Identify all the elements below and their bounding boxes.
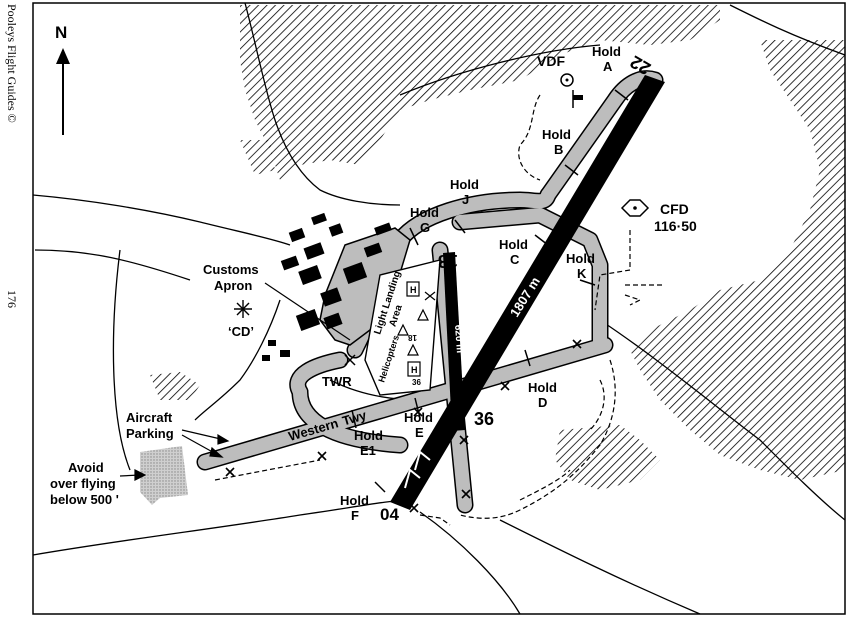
runway-18-36-surface [443,252,465,431]
heli-h-north: H [410,285,417,295]
hold-bars [351,89,629,493]
heli-h-south: H [411,365,418,375]
publisher-credit: Pooleys Flight Guides © [5,4,19,123]
wooded-area-west [150,372,200,400]
customs-apron-area [319,227,411,346]
road-south [419,511,521,615]
western-taxiway [198,338,612,469]
road-north [244,2,401,206]
road-northwest [32,194,291,246]
twr-label: TWR [322,374,352,389]
track-south-west [214,459,321,481]
heli-36-label: 36 [412,378,421,387]
track-k [624,284,665,306]
road-apron [194,299,281,421]
road-west [34,249,191,281]
wooded-areas [150,5,845,490]
north-label: N [55,23,67,42]
closed-markers [225,339,582,513]
track-vdf [518,94,541,181]
dashed-tracks [214,94,665,526]
road-northeast-line [729,4,846,56]
track-southeast [519,469,571,501]
wooded-area-north [240,5,720,180]
runway-04-threshold-chevrons [404,450,431,489]
cfd-label: CFD [660,201,689,217]
runway-36-label: 36 [474,409,494,429]
cfd-frequency: 116·50 [654,218,697,234]
wooded-area-southeast [555,425,660,490]
track-south-f [419,514,451,526]
helicopter-area [397,281,436,377]
vdf-label: VDF [537,53,565,69]
twr-marker [344,354,356,366]
road-southeast [499,519,701,615]
avoid-area [140,446,188,505]
track-south-loop [459,359,616,519]
runway-18-36-length: 620 m [452,324,465,353]
taxiway-south-link [293,385,407,452]
taxiway-twr-link [290,353,347,399]
taxiway-east-loop [453,208,607,352]
cd-label: ‘CD’ [228,324,254,339]
road-west-curve [112,249,131,471]
page-number: 176 [5,290,19,308]
track-cfd [594,230,631,311]
road-east [599,319,846,521]
wooded-area-east [630,40,845,480]
runway-18-label: 18 [438,251,458,271]
heli-18-label: 18 [408,333,417,342]
leader-lines [119,282,351,481]
road-north-east [399,44,601,96]
road-southwest [32,499,411,556]
track-east [589,379,605,431]
runway-04-label: 04 [380,505,399,524]
light-landing-area [364,259,441,396]
north-arrow: N [55,23,70,135]
taxiway-north-loop [393,188,555,247]
vdf-icon [560,73,583,108]
cd-star-icon [234,300,252,318]
roads [32,2,846,615]
cfd-vor-icon [620,199,650,217]
wooded-area-northwest [240,140,275,175]
